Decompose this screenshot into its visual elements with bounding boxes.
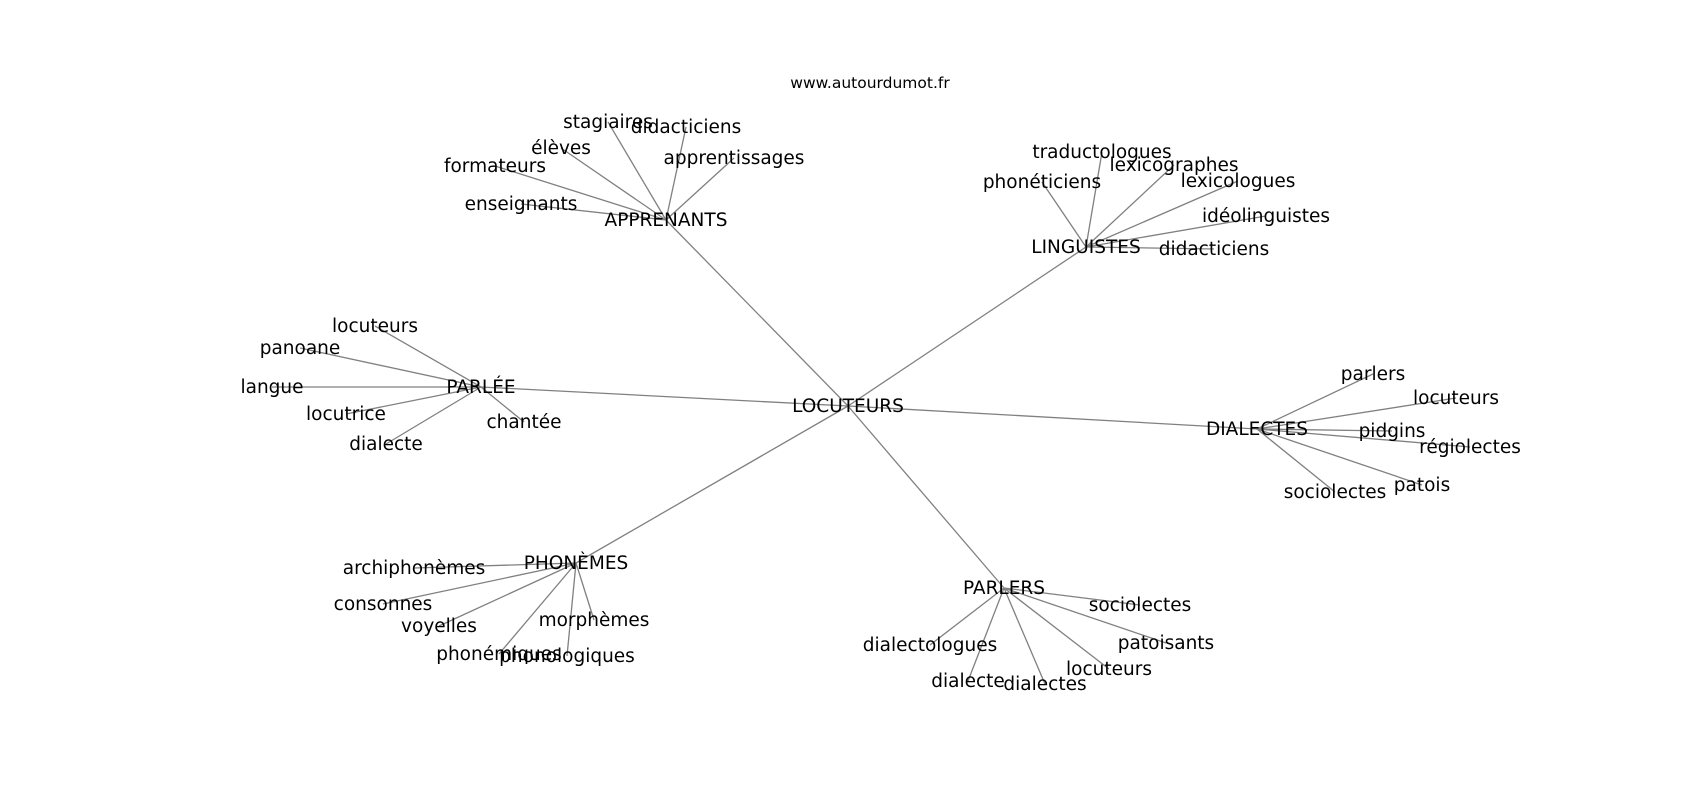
node-leaf-apprenants-eleves: élèves (531, 138, 591, 159)
node-leaf-apprenants-stagiaires: stagiaires (563, 112, 653, 133)
node-leaf-apprenants-apprentissages: apprentissages (664, 148, 805, 169)
edge-linguistes-traductologues (1085, 151, 1103, 248)
graph-edges (272, 121, 1471, 685)
node-leaf-apprenants-enseignants: enseignants (465, 194, 578, 215)
edge-linguistes-phoneticiens (1041, 181, 1087, 248)
node-leaf-apprenants-formateurs: formateurs (444, 156, 546, 177)
node-leaf-parlers-dialecte: dialecte (931, 671, 1005, 692)
edge-linguistes-lexicologues (1085, 180, 1239, 248)
node-leaf-phonemes-consonnes: consonnes (334, 594, 433, 615)
edge-apprenants-stagiaires (607, 121, 667, 221)
node-leaf-dialectes-parlers: parlers (1341, 364, 1405, 385)
node-leaf-apprenants-didacticiens: didacticiens (631, 117, 742, 138)
node-leaf-linguistes-lexicologues: lexicologues (1181, 171, 1296, 192)
node-leaf-linguistes-traductologues: traductologues (1032, 142, 1171, 163)
node-leaf-parlers-dialectologues: dialectologues (863, 635, 997, 656)
node-leaf-phonemes-voyelles: voyelles (401, 616, 477, 637)
edge-apprenants-apprentissages (665, 157, 735, 221)
node-leaf-linguistes-ideolinguistes: idéolinguistes (1202, 206, 1330, 227)
edge-phonemes-archiphonemes (413, 562, 577, 569)
edge-parlee-locuteurs (374, 325, 482, 388)
node-leaf-dialectes-sociolectes: sociolectes (1284, 482, 1387, 503)
edge-parlers-sociolectes (1003, 587, 1141, 606)
node-leaf-linguistes-phoneticiens: phonéticiens (983, 172, 1101, 193)
edge-phonemes-phonologiques (566, 562, 577, 657)
edge-root-parlee (480, 386, 849, 407)
node-leaf-parlers-patoisants: patoisants (1118, 633, 1214, 654)
edge-parlers-dialecte (967, 587, 1005, 682)
edge-root-dialectes (847, 405, 1258, 430)
edge-parlee-locutrice (345, 386, 482, 415)
node-leaf-dialectes-locuteurs: locuteurs (1413, 388, 1499, 409)
edge-root-apprenants (665, 219, 849, 407)
edge-dialectes-patois (1256, 428, 1423, 486)
node-leaf-phonemes-phonologiques: phonologiques (499, 646, 635, 667)
edge-apprenants-didacticiens (665, 126, 687, 221)
edge-root-linguistes (847, 246, 1087, 407)
node-hub-parlee: PARLÉE (446, 376, 515, 398)
node-leaf-parlee-langue: langue (240, 377, 303, 398)
node-leaf-phonemes-morphemes: morphèmes (539, 610, 650, 631)
node-leaf-parlers-sociolectes: sociolectes (1089, 595, 1192, 616)
node-leaf-parlee-chantee: chantée (487, 412, 562, 433)
edge-apprenants-eleves (560, 147, 667, 221)
edge-dialectes-sociolectes (1256, 428, 1336, 493)
edge-dialectes-parlers (1256, 373, 1374, 430)
edge-parlee-dialecte (385, 386, 482, 445)
edge-phonemes-phonemiques (498, 562, 577, 655)
edge-parlers-patoisants (1003, 587, 1167, 644)
node-leaf-phonemes-archiphonemes: archiphonèmes (343, 558, 486, 579)
edge-dialectes-pidgins (1256, 428, 1393, 432)
edge-parlee-chantee (480, 386, 525, 423)
node-hub-linguistes: LINGUISTES (1031, 237, 1140, 258)
edge-phonemes-consonnes (382, 562, 577, 605)
node-leaf-dialectes-pidgins: pidgins (1359, 421, 1426, 442)
node-hub-dialectes: DIALECTES (1206, 419, 1308, 440)
node-leaf-dialectes-patois: patois (1394, 475, 1450, 496)
node-leaf-parlee-dialecte: dialecte (349, 434, 423, 455)
node-root-locuteurs: LOCUTEURS (792, 396, 904, 417)
edge-root-phonemes (575, 405, 849, 564)
edge-phonemes-morphemes (575, 562, 595, 621)
node-leaf-parlee-panoane: panoane (260, 338, 341, 359)
edge-phonemes-voyelles (438, 562, 577, 627)
node-leaf-parlee-locutrice: locutrice (306, 404, 386, 425)
edge-dialectes-regiolectes (1256, 428, 1471, 448)
edge-linguistes-lexicographes (1085, 164, 1175, 248)
node-leaf-parlee-locuteurs: locuteurs (332, 316, 418, 337)
edge-apprenants-formateurs (494, 165, 667, 221)
node-leaf-phonemes-phonemiques: phonémiques (436, 644, 562, 665)
node-leaf-linguistes-didacticiens: didacticiens (1159, 239, 1270, 260)
edge-parlers-dialectologues (929, 587, 1005, 646)
node-leaf-dialectes-regiolectes: régiolectes (1419, 437, 1521, 458)
node-hub-apprenants: APPRENANTS (605, 210, 728, 231)
edge-apprenants-enseignants (520, 203, 667, 221)
edge-root-parlers (847, 405, 1005, 589)
node-leaf-parlers-dialectes: dialectes (1003, 674, 1086, 695)
node-hub-parlers: PARLERS (963, 578, 1045, 599)
edge-linguistes-didacticiens (1085, 246, 1215, 250)
edge-parlers-dialectes (1003, 587, 1046, 685)
node-leaf-linguistes-lexicographes: lexicographes (1110, 155, 1239, 176)
node-leaf-parlers-locuteurs: locuteurs (1066, 659, 1152, 680)
edge-parlee-panoane (299, 347, 482, 388)
graph-nodes: LOCUTEURSAPPRENANTSstagiairesdidacticien… (240, 112, 1520, 695)
edge-linguistes-ideolinguistes (1085, 215, 1267, 248)
edge-parlers-locuteurs (1003, 587, 1110, 670)
node-hub-phonemes: PHONÈMES (524, 552, 629, 574)
site-label: www.autourdumot.fr (790, 74, 950, 92)
edge-dialectes-locuteurs (1256, 397, 1457, 430)
